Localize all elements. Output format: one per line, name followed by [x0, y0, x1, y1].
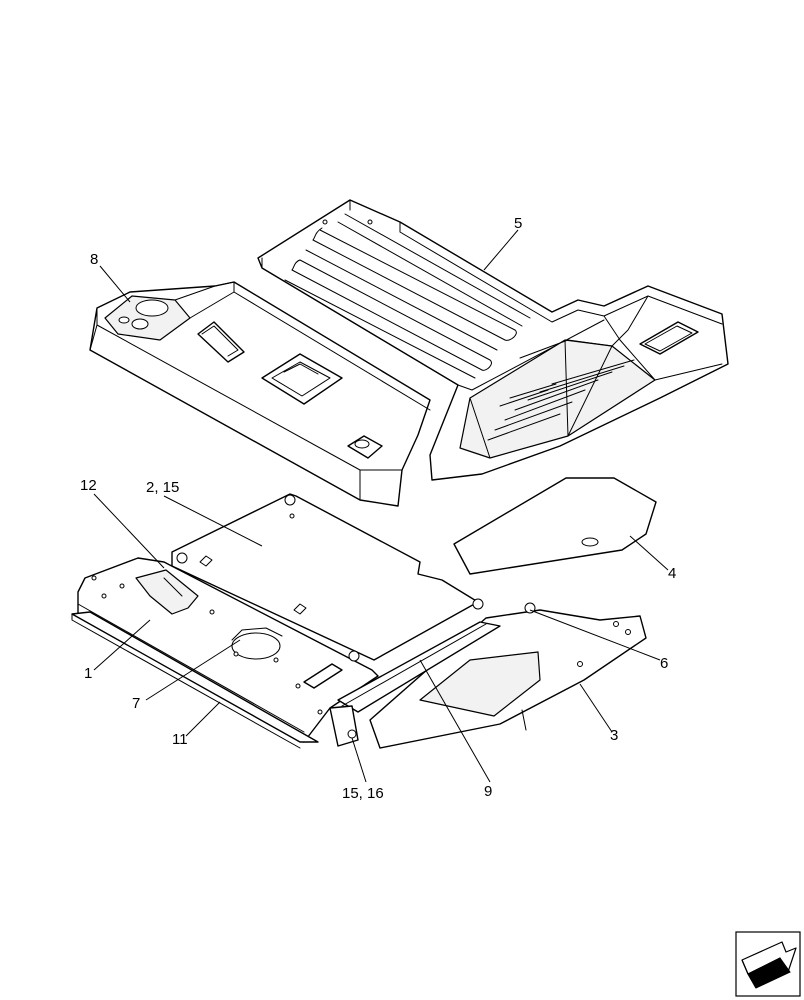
edge-trim-part-11: [71, 611, 319, 749]
callout-15-16: 15, 16: [342, 785, 384, 802]
next-page-arrow-icon[interactable]: [735, 931, 801, 997]
callout-1: 1: [84, 665, 92, 682]
callout-7: 7: [132, 695, 140, 712]
floor-mat-part-5: [257, 199, 729, 481]
floor-panel-part-8: [89, 281, 431, 507]
callout-9: 9: [484, 783, 492, 800]
base-plate-part-1: [77, 557, 379, 743]
callout-8: 8: [90, 251, 98, 268]
callout-12: 12: [80, 477, 97, 494]
callout-2-15: 2, 15: [146, 479, 179, 496]
callout-11: 11: [172, 731, 188, 748]
base-plate-part-3: [369, 602, 647, 749]
small-mat-part-4: [453, 477, 657, 575]
callout-5: 5: [514, 215, 522, 232]
leader-lines: [93, 229, 669, 783]
callout-3: 3: [610, 727, 618, 744]
callout-labels: 8 5 12 2, 15 4 6 1 7 11 3 15, 16 9: [80, 215, 676, 802]
callout-4: 4: [668, 565, 676, 582]
callout-6: 6: [660, 655, 668, 672]
floor-plate-part-2: [171, 493, 484, 661]
